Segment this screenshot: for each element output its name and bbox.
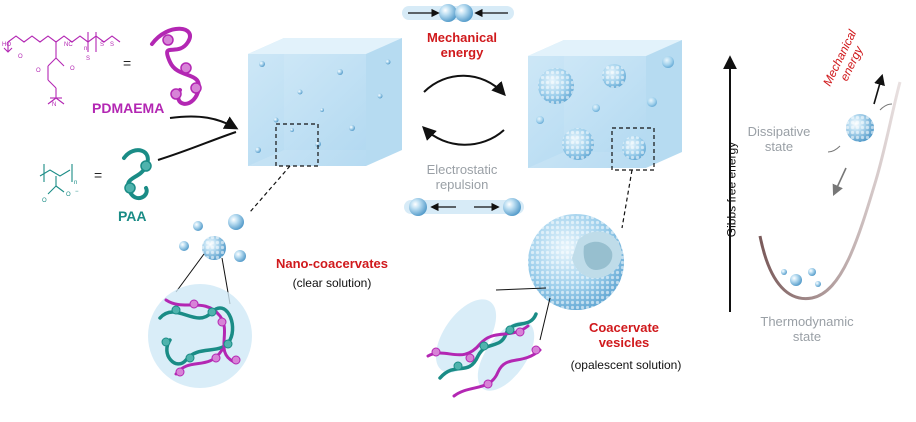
dissipative-state-label: Dissipative state xyxy=(744,124,814,154)
cube-right xyxy=(528,40,682,229)
coacervate-vesicles-label: Coacervate vesicles xyxy=(574,320,674,350)
forward-arrow xyxy=(423,74,506,97)
coacervate-vesicle xyxy=(495,214,624,341)
nano-coacervate-droplet xyxy=(148,284,252,388)
thermo-line1: Thermodynamic xyxy=(760,314,854,329)
down-arrow xyxy=(832,167,847,197)
vesicles-line2: vesicles xyxy=(598,335,650,350)
merge-arrow-bottom xyxy=(157,131,237,161)
svg-text:O: O xyxy=(70,66,75,72)
svg-text:S: S xyxy=(110,42,114,48)
pdmaema-structure-text: HO O NC n O O S S S N xyxy=(2,42,114,108)
pdmaema-structure xyxy=(3,32,121,105)
paa-equals: = xyxy=(94,167,103,183)
paa-structure-text: n O O − xyxy=(42,180,79,204)
nano-coacervates-label: Nano-coacervates xyxy=(276,256,388,271)
svg-text:n: n xyxy=(84,46,87,52)
nano-coacervates-subtitle: (clear solution) xyxy=(292,276,372,290)
dissipative-line2: state xyxy=(764,139,794,154)
electrostatic-line1: Electrostatic xyxy=(426,162,498,177)
reverse-arrow xyxy=(422,126,505,146)
svg-text:S: S xyxy=(100,42,104,48)
thermodynamic-state-label: Thermodynamic state xyxy=(752,314,862,344)
merge-arrow-top xyxy=(169,115,239,130)
up-arrow xyxy=(873,73,885,105)
svg-text:N: N xyxy=(52,102,56,108)
mechanical-energy-label: Mechanical energy xyxy=(412,30,512,60)
svg-text:HO: HO xyxy=(2,42,11,48)
dissipative-line1: Dissipative xyxy=(747,124,811,139)
svg-text:n: n xyxy=(74,180,77,186)
electrostatic-line2: repulsion xyxy=(435,177,489,192)
thermo-droplets xyxy=(781,268,821,287)
svg-text:O: O xyxy=(36,68,41,74)
coacervate-vesicles-subtitle: (opalescent solution) xyxy=(570,358,682,372)
energy-curve xyxy=(758,81,902,301)
separated-beads xyxy=(404,198,524,216)
svg-text:O: O xyxy=(42,198,47,204)
zoom-box-left xyxy=(275,123,319,167)
electrostatic-label: Electrostatic repulsion xyxy=(412,162,512,192)
compressed-beads xyxy=(402,4,514,22)
paa-coil xyxy=(122,148,152,201)
cube-left xyxy=(248,38,402,213)
paa-structure xyxy=(39,164,73,195)
svg-text:O: O xyxy=(66,192,71,198)
pdmaema-coil xyxy=(150,26,202,106)
mechanical-line1: Mechanical xyxy=(426,30,498,45)
vesicle-membrane-chains xyxy=(426,299,542,398)
mechanical-line2: energy xyxy=(440,45,484,60)
vesicles-line1: Coacervate xyxy=(588,320,660,335)
svg-text:NC: NC xyxy=(64,42,73,48)
svg-text:O: O xyxy=(18,54,23,60)
svg-text:S: S xyxy=(86,56,90,62)
paa-label: PAA xyxy=(118,208,147,224)
dissipative-droplet xyxy=(827,103,893,153)
energy-axis-label: Gibbs free energy xyxy=(724,141,739,238)
svg-text:−: − xyxy=(75,189,79,195)
pdmaema-equals: = xyxy=(123,55,131,71)
pdmaema-label: PDMAEMA xyxy=(92,100,165,116)
nano-coacervate-beads xyxy=(175,214,246,305)
zoom-box-right xyxy=(611,127,655,171)
thermo-line2: state xyxy=(792,329,822,344)
